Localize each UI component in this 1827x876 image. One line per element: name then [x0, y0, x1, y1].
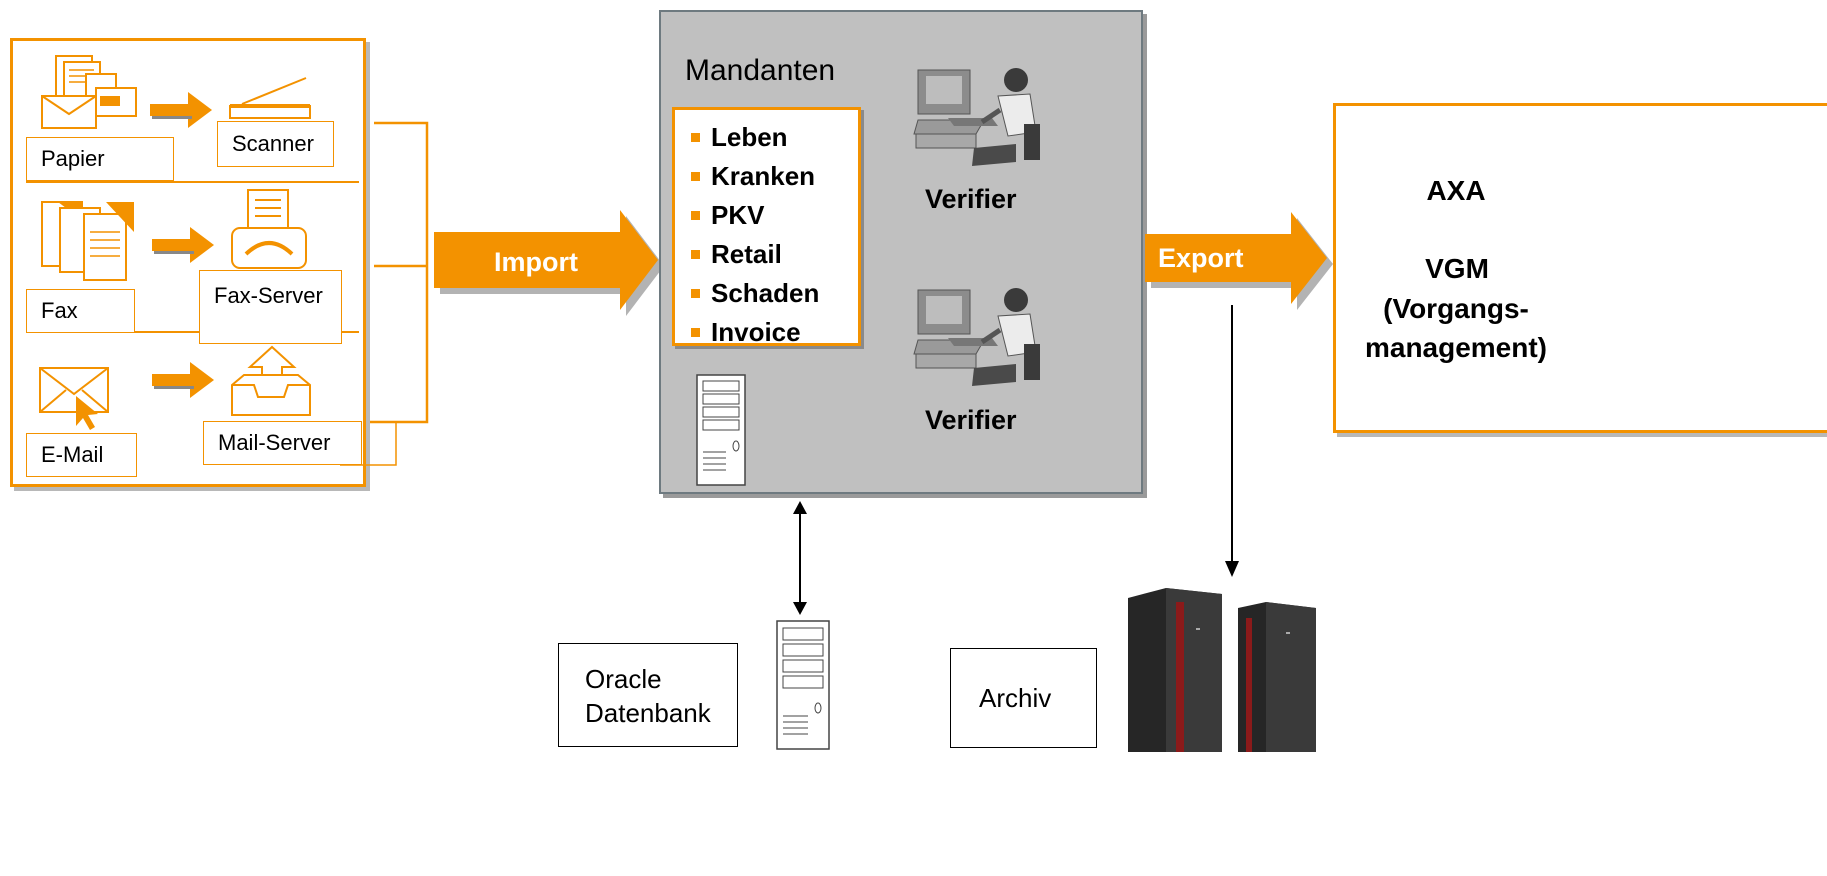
verifier-workstation-icon: [913, 68, 1040, 166]
label-scanner: Scanner: [217, 121, 334, 167]
paper-documents-icon: [41, 55, 137, 129]
fax-machine-icon: [231, 189, 307, 269]
target-line-axa: AXA: [1426, 175, 1486, 206]
row-divider: [26, 331, 359, 333]
export-arrow: [1145, 212, 1333, 310]
import-label: Import: [494, 247, 578, 277]
import-arrow: [434, 210, 664, 316]
mandant-kranken: Kranken: [675, 157, 858, 196]
export-to-archive-arrow: [1225, 305, 1239, 577]
label-email: E-Mail: [26, 433, 137, 477]
mandant-retail: Retail: [675, 235, 858, 274]
archive-storage-towers-icon: [1128, 588, 1316, 752]
mandant-pkv: PKV: [675, 196, 858, 235]
envelope-icon: [39, 367, 109, 430]
mandanten-title: Mandanten: [685, 54, 836, 87]
row-divider: [26, 181, 359, 183]
mandanten-list: Leben Kranken PKV Retail Schaden Invoice: [675, 118, 858, 352]
arrow-right-icon: [152, 362, 214, 398]
label-fax: Fax: [26, 289, 135, 333]
archive-box: Archiv: [950, 648, 1097, 748]
database-server-icon: [776, 620, 830, 750]
db-line1: Oracle: [585, 664, 662, 694]
mandanten-list-box: Leben Kranken PKV Retail Schaden Invoice: [672, 107, 861, 347]
mail-server-tray-icon: [231, 345, 311, 416]
target-line-vorgangs: (Vorgangs-: [1383, 293, 1529, 324]
scanner-icon: [229, 77, 311, 119]
export-label: Export: [1158, 243, 1244, 273]
fax-documents-icon: [41, 201, 134, 281]
arrow-right-icon: [152, 227, 214, 263]
archive-label: Archiv: [979, 682, 1052, 713]
oracle-database-box: Oracle Datenbank: [558, 643, 738, 747]
mandant-invoice: Invoice: [675, 313, 858, 352]
database-link-arrow: [793, 501, 807, 615]
verifier-workstation-icon: [913, 288, 1040, 386]
target-system-box: [1333, 103, 1827, 433]
verifier-label-top: Verifier: [925, 184, 1017, 214]
mandant-leben: Leben: [675, 118, 858, 157]
label-mail-server: Mail-Server: [203, 421, 362, 465]
target-line-management: management): [1364, 332, 1548, 363]
server-tower-icon: [696, 374, 746, 486]
db-line2: Datenbank: [585, 698, 711, 728]
input-bracket-connector: [340, 121, 429, 466]
verifier-label-bottom: Verifier: [925, 405, 1017, 435]
mandant-schaden: Schaden: [675, 274, 858, 313]
arrow-right-icon: [150, 92, 212, 128]
label-fax-server: Fax-Server: [199, 270, 342, 344]
label-papier: Papier: [26, 137, 174, 181]
target-line-vgm: VGM: [1425, 253, 1489, 284]
